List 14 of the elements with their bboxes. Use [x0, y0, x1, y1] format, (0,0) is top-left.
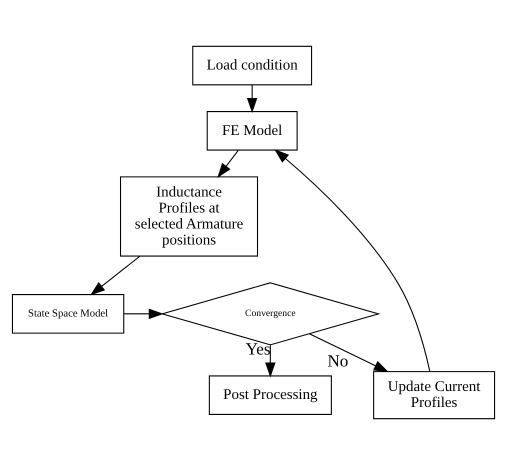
arrow: [246, 84, 258, 112]
edge-label: No: [327, 350, 348, 370]
node-box: Load condition: [192, 45, 312, 85]
arrow: [217, 150, 239, 178]
node-box: State Space Model: [12, 294, 124, 334]
node-box: Post Processing: [208, 374, 332, 414]
node-box: Inductance Profiles at selected Armature positions: [120, 176, 258, 256]
arrow: [274, 148, 430, 372]
arrow: [124, 308, 164, 319]
node-box: Update Current Profiles: [373, 370, 496, 419]
arrow: [309, 332, 389, 372]
node-box: FE Model: [206, 110, 298, 150]
arrow: [265, 344, 276, 377]
arrow: [90, 255, 140, 295]
